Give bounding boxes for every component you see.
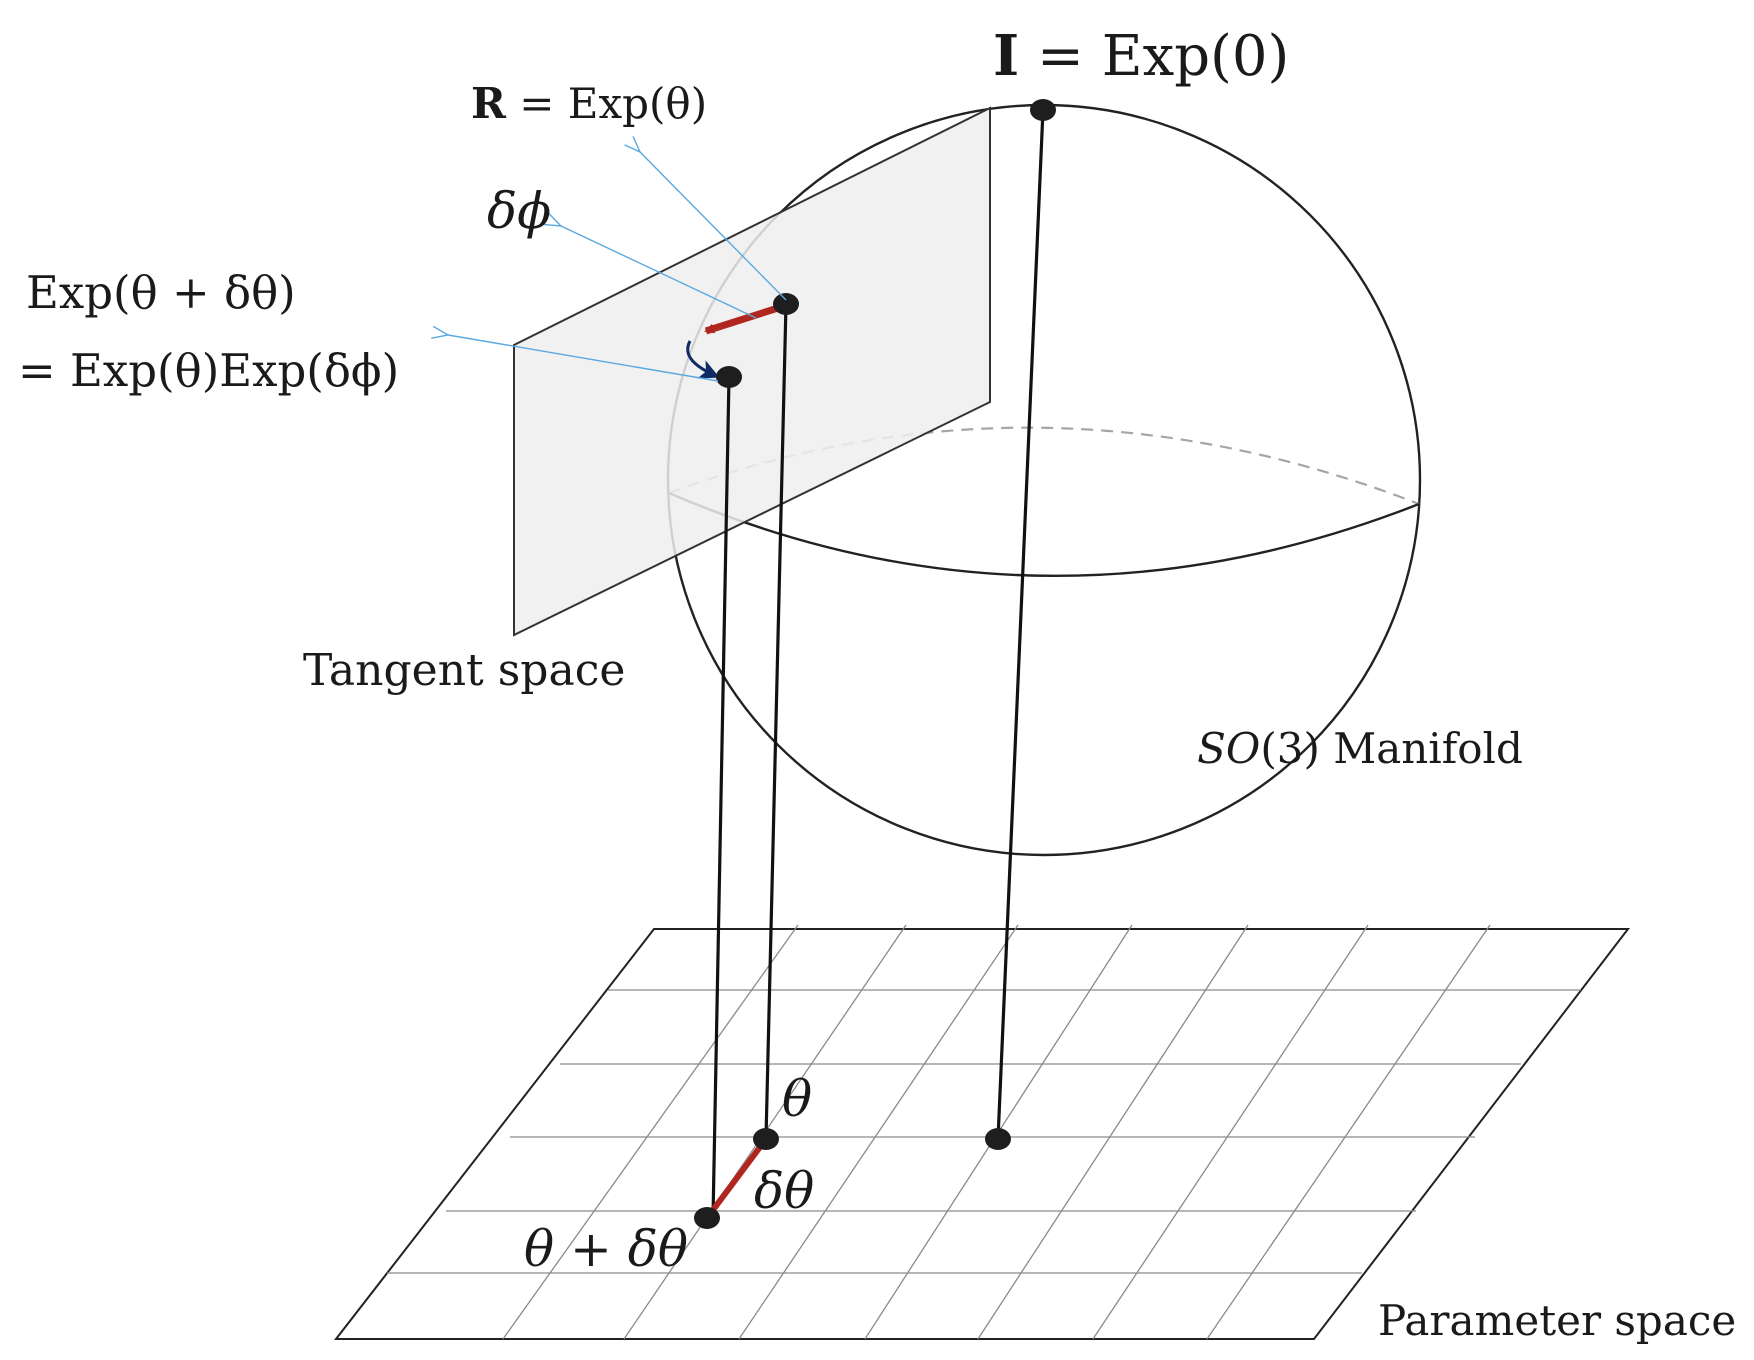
rotation-label: R = Exp(θ) xyxy=(471,79,707,128)
theta-plus-delta-label: θ + δθ xyxy=(524,1220,688,1278)
projection-identity xyxy=(996,109,1045,1140)
theta-label: θ xyxy=(782,1070,812,1128)
perturbed-label-line1: Exp(θ + δθ) xyxy=(26,266,296,319)
tangent-space-label: Tangent space xyxy=(303,645,625,696)
rotation-point xyxy=(773,293,799,315)
exp-map-arrow xyxy=(686,340,720,379)
delta-theta-segment xyxy=(704,1137,769,1220)
delta-theta-label: δθ xyxy=(754,1162,814,1220)
origin-point xyxy=(985,1128,1011,1150)
identity-label: I = Exp(0) xyxy=(993,23,1289,89)
callout-perturbed xyxy=(448,335,719,382)
callout-lines xyxy=(448,152,787,382)
callout-rotation xyxy=(640,152,787,301)
points xyxy=(694,99,1056,1229)
projection-theta-plus-delta xyxy=(711,376,731,1219)
delta-phi-arrow xyxy=(704,304,780,335)
parameter-space-plane xyxy=(333,924,1631,1340)
projection-theta xyxy=(764,303,788,1139)
parameter-space-label: Parameter space xyxy=(1378,1296,1736,1345)
theta-plus-delta-point xyxy=(694,1207,720,1229)
tangent-plane xyxy=(513,106,991,637)
theta-point xyxy=(753,1128,779,1150)
projection-lines xyxy=(711,109,1045,1219)
delta-phi-label: δϕ xyxy=(487,182,551,240)
manifold-label: SO(3) Manifold xyxy=(1197,724,1523,773)
perturbed-rotation-point xyxy=(716,366,742,388)
identity-point xyxy=(1030,99,1056,121)
callout-delta-phi xyxy=(561,226,757,319)
perturbed-label-line2: = Exp(θ)Exp(δϕ) xyxy=(18,344,399,397)
equator-front xyxy=(668,491,1420,578)
